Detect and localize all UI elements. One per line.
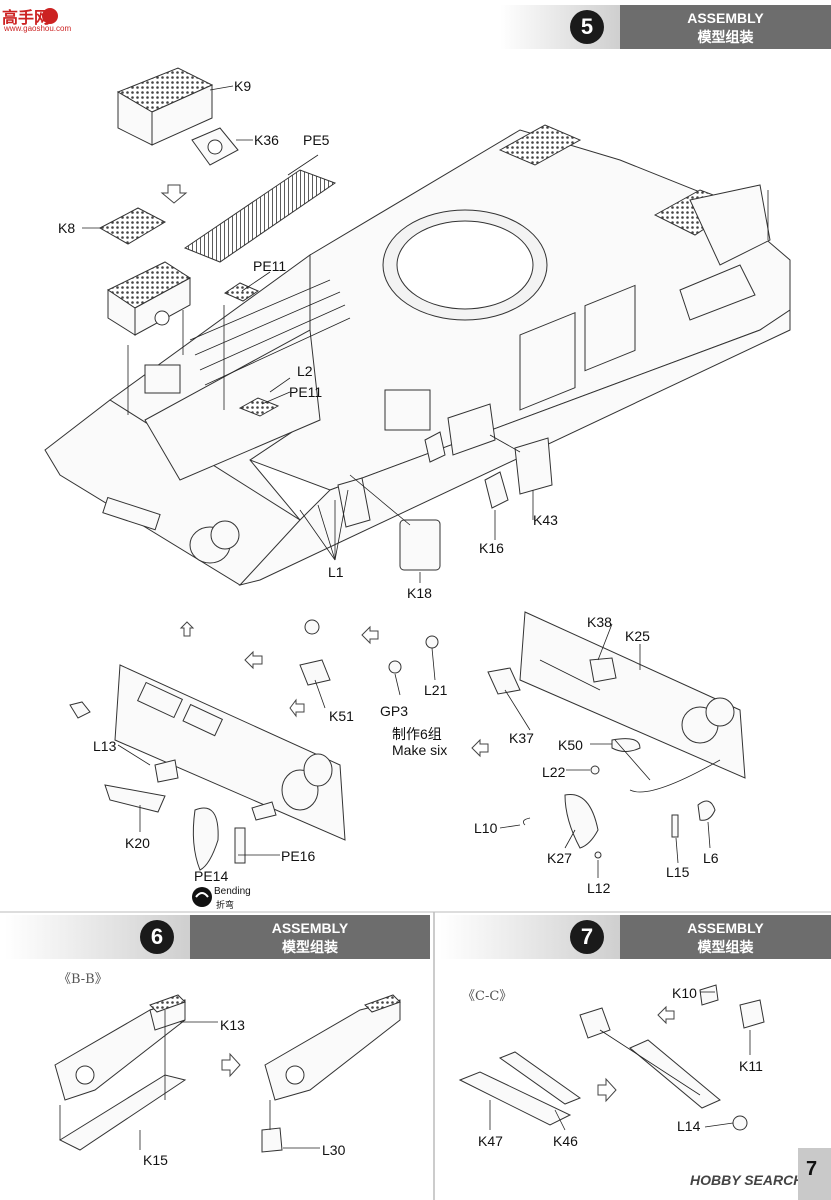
k20-part bbox=[104, 784, 166, 813]
k18-part bbox=[399, 519, 441, 571]
step6-left-assembly bbox=[54, 994, 218, 1151]
label-pe16: PE16 bbox=[281, 848, 316, 864]
label-pe11-bottom: PE11 bbox=[289, 384, 323, 400]
step6-number: 6 bbox=[140, 920, 174, 954]
engine-bay-detail bbox=[144, 279, 431, 481]
watermark-top-url: www.gaoshou.com bbox=[4, 24, 72, 33]
bending-icon bbox=[192, 887, 212, 907]
l13-part bbox=[154, 759, 179, 783]
hull-hatches bbox=[519, 264, 756, 411]
label-k16: K16 bbox=[479, 540, 504, 556]
label-k13: K13 bbox=[220, 1017, 245, 1033]
step6-title-cn: 模型组装 bbox=[282, 939, 338, 955]
page-number-tab bbox=[798, 1148, 831, 1200]
label-k10: K10 bbox=[672, 985, 697, 1001]
pe16-part bbox=[234, 827, 246, 864]
step7-right-assembly bbox=[579, 984, 765, 1131]
l21-part bbox=[425, 635, 439, 649]
k50-part bbox=[611, 738, 641, 752]
label-k37: K37 bbox=[509, 730, 534, 746]
label-k51: K51 bbox=[329, 708, 354, 724]
k16-part bbox=[484, 471, 509, 509]
k27-part bbox=[564, 793, 599, 849]
label-make-six-cn: 制作6组 bbox=[392, 726, 442, 742]
label-k8: K8 bbox=[58, 220, 76, 236]
l6-part bbox=[697, 800, 716, 821]
rear-panel-right bbox=[519, 611, 746, 779]
label-pe5: PE5 bbox=[303, 132, 330, 148]
label-l1: L1 bbox=[328, 564, 344, 580]
step7-section: 《C-C》 bbox=[462, 989, 513, 1004]
page-number: 7 bbox=[806, 1158, 818, 1180]
label-k18: K18 bbox=[407, 585, 432, 601]
label-l6: L6 bbox=[703, 850, 719, 866]
engine-deck-grilles bbox=[498, 124, 771, 266]
k8-grille bbox=[98, 207, 167, 245]
l15-part bbox=[671, 814, 679, 838]
watermark-bottom: HOBBY SEARCH bbox=[690, 1172, 804, 1188]
label-gp3: GP3 bbox=[380, 703, 409, 719]
step6-title-en: ASSEMBLY bbox=[271, 920, 349, 936]
label-l10: L10 bbox=[474, 820, 498, 836]
label-k9: K9 bbox=[234, 78, 252, 94]
pe11-low bbox=[238, 397, 280, 417]
k51-part bbox=[299, 659, 331, 686]
label-k27: K27 bbox=[547, 850, 572, 866]
label-k15: K15 bbox=[143, 1152, 168, 1168]
label-pe14: PE14 bbox=[194, 868, 229, 884]
step7-title-en: ASSEMBLY bbox=[687, 920, 764, 936]
step5-title-cn: 模型组装 bbox=[697, 29, 754, 45]
label-pe11-top: PE11 bbox=[253, 258, 287, 274]
label-l15: L15 bbox=[666, 864, 690, 880]
label-l12: L12 bbox=[587, 880, 611, 896]
k38-part bbox=[589, 657, 617, 683]
label-k43: K43 bbox=[533, 512, 558, 528]
step6-right-assembly bbox=[261, 994, 401, 1153]
label-l21: L21 bbox=[424, 682, 448, 698]
step7-left-assembly bbox=[458, 1051, 582, 1131]
label-l22: L22 bbox=[542, 764, 566, 780]
turret-ring bbox=[382, 209, 548, 321]
step7-header: ASSEMBLY 模型组装 bbox=[620, 915, 831, 959]
label-k50: K50 bbox=[558, 737, 583, 753]
step5-number: 5 bbox=[570, 10, 604, 44]
rear-plate-detail bbox=[102, 496, 240, 564]
step7-title-cn: 模型组装 bbox=[697, 939, 754, 955]
pe14-part bbox=[192, 807, 219, 871]
label-make-six-en: Make six bbox=[392, 742, 448, 758]
step6-header: ASSEMBLY 模型组装 bbox=[190, 915, 430, 959]
label-k47: K47 bbox=[478, 1133, 503, 1149]
label-k46: K46 bbox=[553, 1133, 578, 1149]
label-l13: L13 bbox=[93, 738, 117, 754]
k37-part bbox=[487, 667, 521, 695]
logo-ball bbox=[42, 8, 58, 24]
label-k25: K25 bbox=[625, 628, 650, 644]
step5-title-en: ASSEMBLY bbox=[687, 10, 764, 26]
rear-panel-left bbox=[114, 664, 346, 841]
label-bending-en: Bending bbox=[214, 886, 251, 897]
light-cluster-a bbox=[69, 701, 91, 719]
arrow-down bbox=[160, 184, 188, 204]
l10-part bbox=[522, 817, 531, 826]
step6-section: 《B-B》 bbox=[58, 972, 108, 987]
label-l2: L2 bbox=[297, 363, 313, 379]
label-k11: K11 bbox=[739, 1058, 763, 1074]
label-l14: L14 bbox=[677, 1118, 701, 1134]
label-l30: L30 bbox=[322, 1142, 346, 1158]
k43-part bbox=[514, 437, 553, 495]
label-k36: K36 bbox=[254, 132, 279, 148]
step7-number: 7 bbox=[570, 920, 604, 954]
label-k38: K38 bbox=[587, 614, 612, 630]
l22-part bbox=[590, 765, 600, 775]
label-bending-cn: 折弯 bbox=[216, 900, 235, 910]
l12-part bbox=[594, 851, 602, 859]
gp3-part bbox=[388, 660, 402, 674]
label-k20: K20 bbox=[125, 835, 150, 851]
step5-header: ASSEMBLY 模型组装 bbox=[620, 5, 831, 49]
pe5-mesh bbox=[183, 169, 337, 263]
watermark-top-cn: 高手网 bbox=[2, 10, 51, 27]
pe11-top bbox=[223, 282, 260, 302]
